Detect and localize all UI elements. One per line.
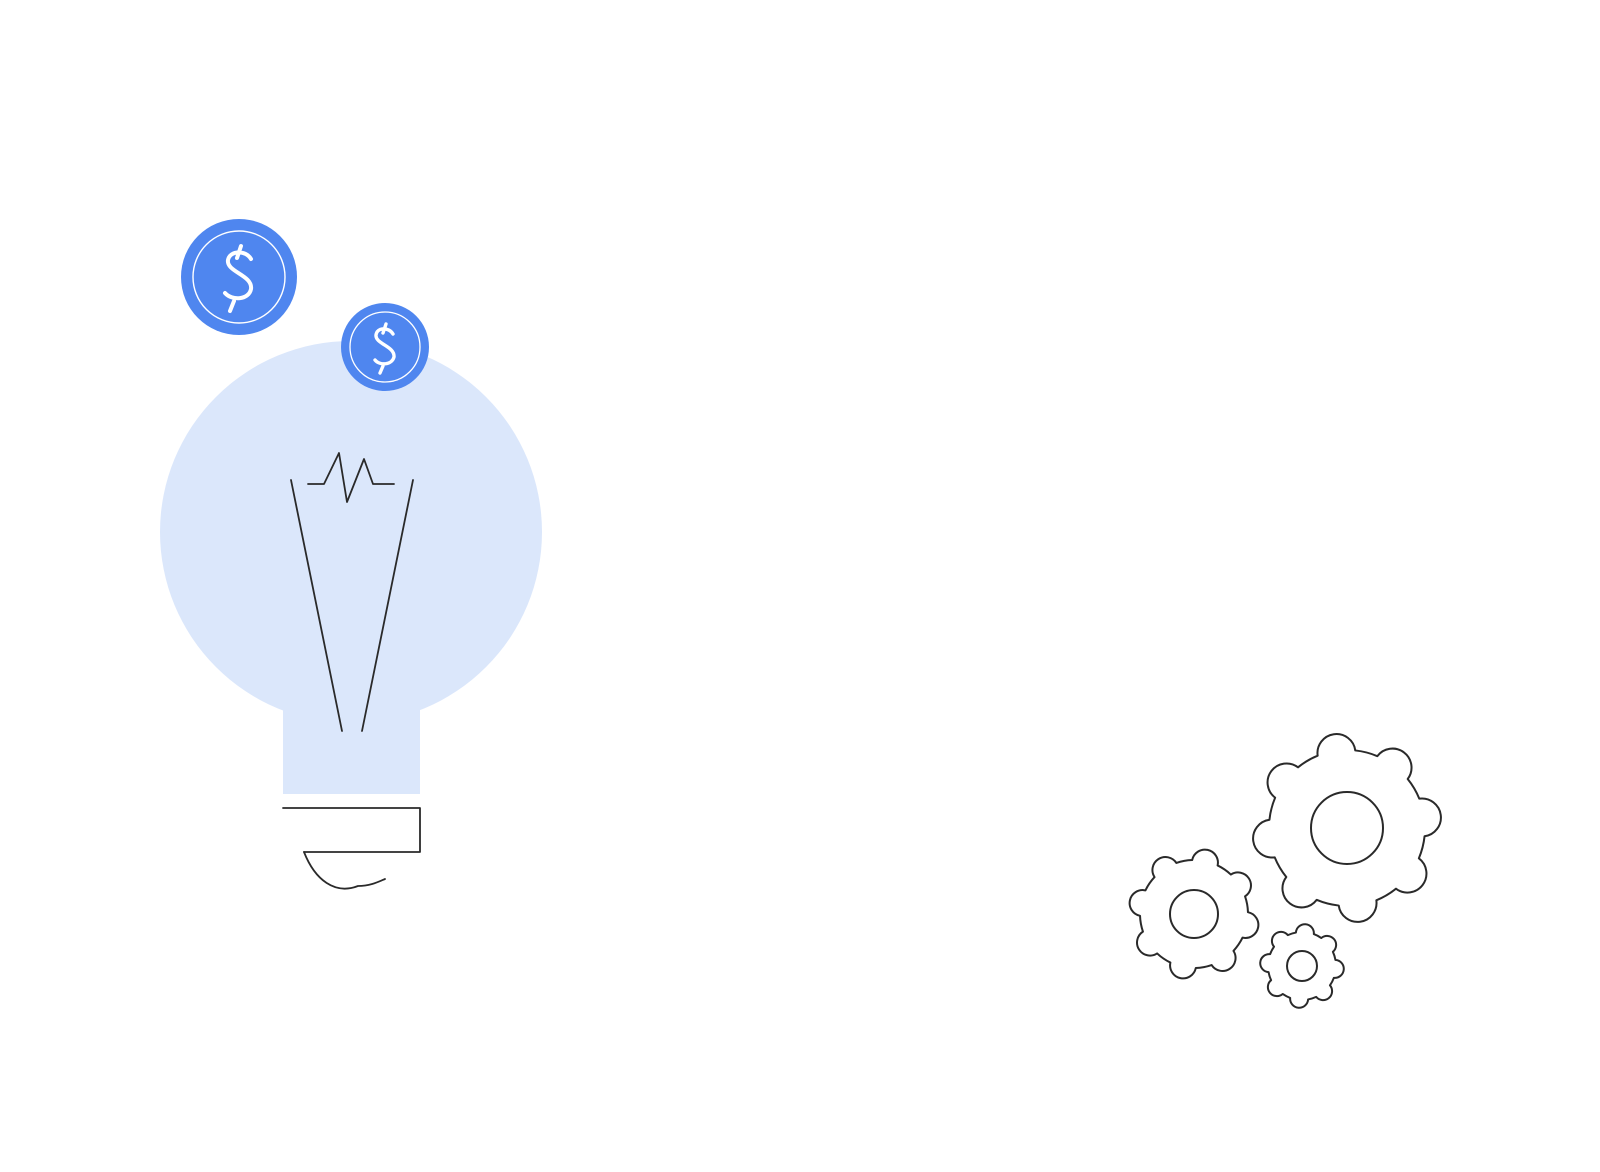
bulb-base xyxy=(282,807,421,890)
bulb-filament xyxy=(290,452,414,732)
gear-small-icon xyxy=(1259,923,1345,1009)
lightbulb-icon xyxy=(160,341,542,890)
gear-hole xyxy=(1169,889,1219,939)
dollar-sign-icon xyxy=(223,244,253,313)
dollar-coin-large xyxy=(181,219,297,335)
gear-hole xyxy=(1310,791,1384,865)
gear-large-icon xyxy=(1252,733,1442,923)
dollar-coin-small xyxy=(341,303,429,391)
gear-medium-icon xyxy=(1128,848,1260,980)
gear-hole xyxy=(1286,950,1318,982)
bulb-glass xyxy=(160,341,542,723)
gears-group xyxy=(1128,733,1442,1009)
bulb-neck xyxy=(283,680,420,794)
dollar-sign-icon xyxy=(373,322,396,375)
